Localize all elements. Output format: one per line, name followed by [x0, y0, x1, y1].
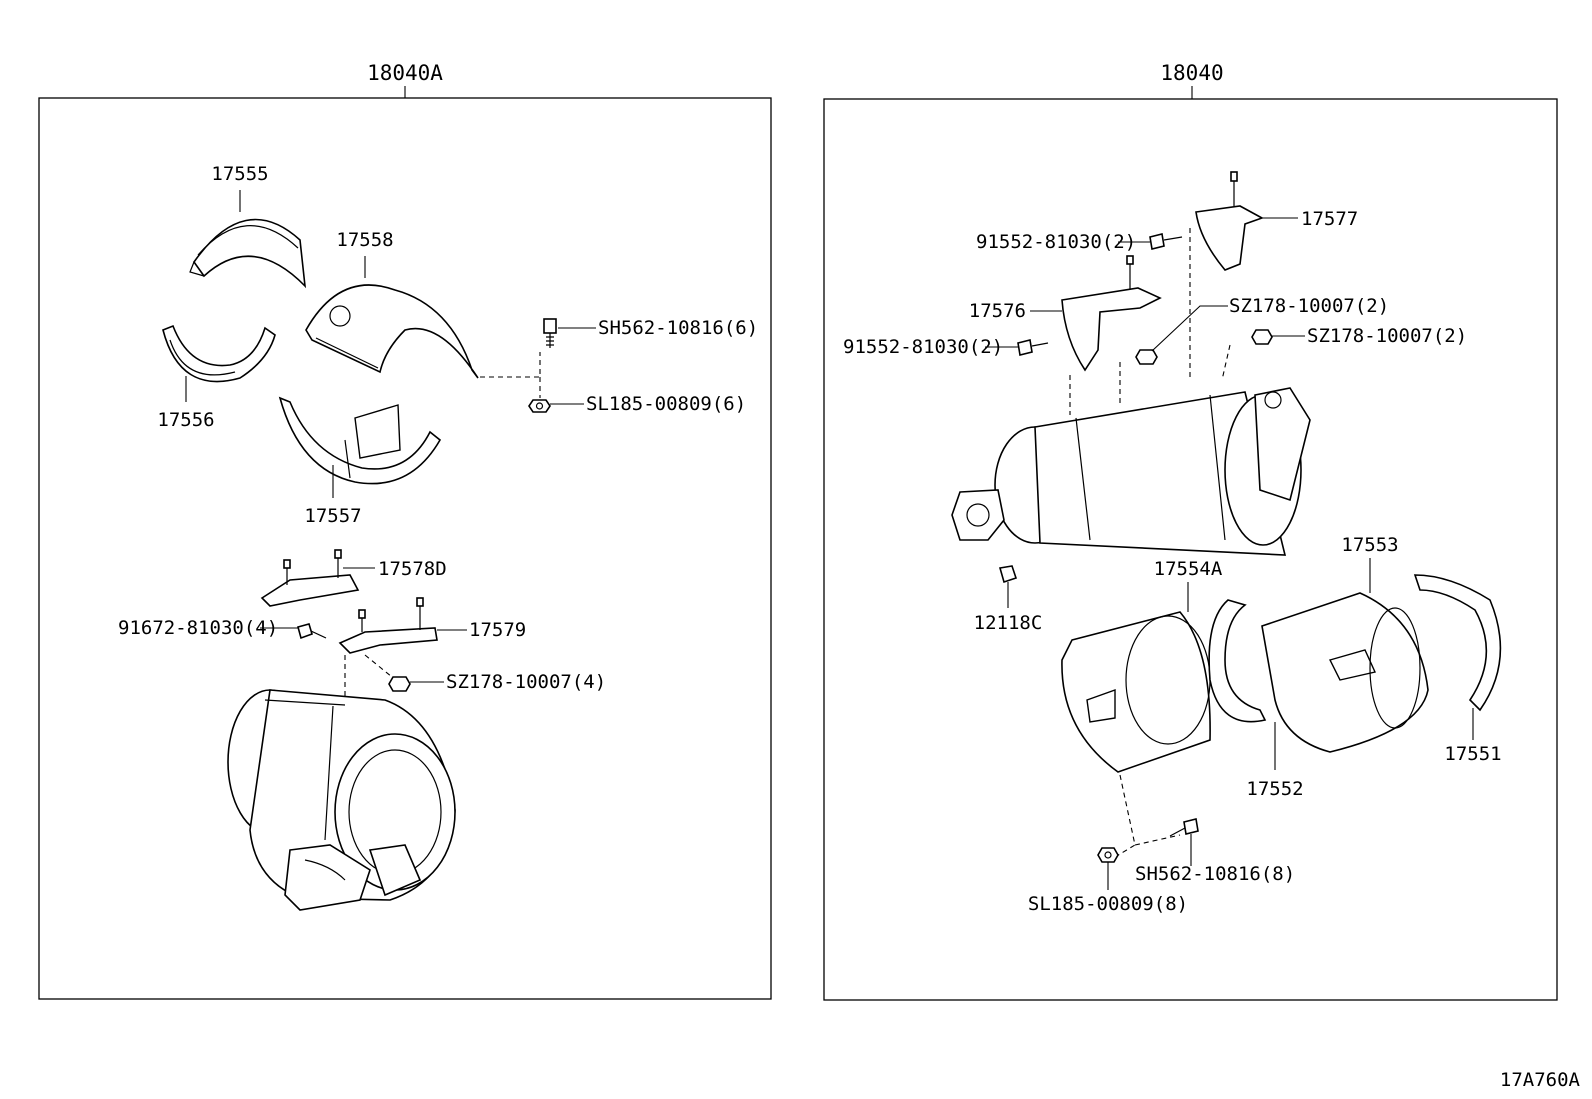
label-17579[interactable]: 17579 — [469, 619, 526, 641]
bolt-icon[interactable] — [1017, 339, 1049, 356]
bolt-icon[interactable] — [1169, 818, 1199, 837]
label-17557[interactable]: 17557 — [304, 505, 361, 527]
label-17558[interactable]: 17558 — [336, 229, 393, 251]
label-91552-low[interactable]: 91552-81030(2) — [843, 336, 1003, 358]
label-17553[interactable]: 17553 — [1341, 534, 1398, 556]
bracket-17579[interactable] — [338, 597, 438, 654]
label-nut-right[interactable]: SL185-00809(8) — [1028, 893, 1188, 915]
assembly-18040A: 18040A 17555 17558 17556 — [38, 61, 772, 1000]
label-91672[interactable]: 91672-81030(4) — [118, 617, 278, 639]
label-nut-left[interactable]: SL185-00809(6) — [586, 393, 746, 415]
label-17556[interactable]: 17556 — [157, 409, 214, 431]
converter-18040A[interactable] — [227, 689, 456, 911]
label-bolt-right[interactable]: SH562-10816(8) — [1135, 863, 1295, 885]
heat-shield-17551[interactable] — [1413, 574, 1502, 712]
bracket-17576[interactable] — [1061, 255, 1162, 372]
nut-icon[interactable] — [528, 399, 551, 413]
label-17577[interactable]: 17577 — [1301, 208, 1358, 230]
heat-shield-17557[interactable] — [278, 396, 442, 485]
assembly-number-right[interactable]: 18040 — [1160, 61, 1223, 85]
label-12118C[interactable]: 12118C — [974, 612, 1043, 634]
heat-shield-17555[interactable] — [189, 218, 307, 289]
nut-icon[interactable] — [388, 676, 411, 692]
nut-icon[interactable] — [1135, 349, 1158, 365]
nut-icon[interactable] — [1097, 847, 1119, 863]
label-17554A[interactable]: 17554A — [1154, 558, 1223, 580]
bracket-17578D[interactable] — [260, 549, 360, 607]
converter-18040[interactable] — [951, 387, 1311, 556]
label-sz-left[interactable]: SZ178-10007(4) — [446, 671, 606, 693]
label-17551[interactable]: 17551 — [1444, 743, 1501, 765]
heat-shield-17552[interactable] — [1208, 599, 1267, 723]
assembly-number-left[interactable]: 18040A — [367, 61, 443, 85]
heat-shield-17558[interactable] — [305, 284, 479, 379]
label-17578D[interactable]: 17578D — [378, 558, 447, 580]
bracket-17577[interactable] — [1195, 171, 1264, 271]
gasket-12118C[interactable] — [998, 565, 1018, 584]
heat-shield-17556[interactable] — [162, 324, 276, 383]
heat-shield-17554A[interactable] — [1061, 611, 1211, 773]
label-91552-top[interactable]: 91552-81030(2) — [976, 231, 1136, 253]
label-bolt-left[interactable]: SH562-10816(6) — [598, 317, 758, 339]
bolt-icon[interactable] — [297, 623, 327, 640]
diagram-code: 17A760A — [1500, 1069, 1581, 1091]
heat-shield-17553[interactable] — [1261, 592, 1429, 753]
label-17555[interactable]: 17555 — [211, 163, 268, 185]
bolt-icon[interactable] — [543, 318, 557, 348]
label-17552[interactable]: 17552 — [1246, 778, 1303, 800]
bolt-icon[interactable] — [1149, 233, 1183, 250]
label-sz-top[interactable]: SZ178-10007(2) — [1229, 295, 1389, 317]
label-sz-mid[interactable]: SZ178-10007(2) — [1307, 325, 1467, 347]
assembly-18040: 18040 91552-81030(2) 17577 17576 SZ17 — [823, 61, 1558, 1001]
assembly-frame-right — [823, 98, 1558, 1001]
label-17576[interactable]: 17576 — [969, 300, 1026, 322]
nut-icon[interactable] — [1251, 329, 1273, 345]
